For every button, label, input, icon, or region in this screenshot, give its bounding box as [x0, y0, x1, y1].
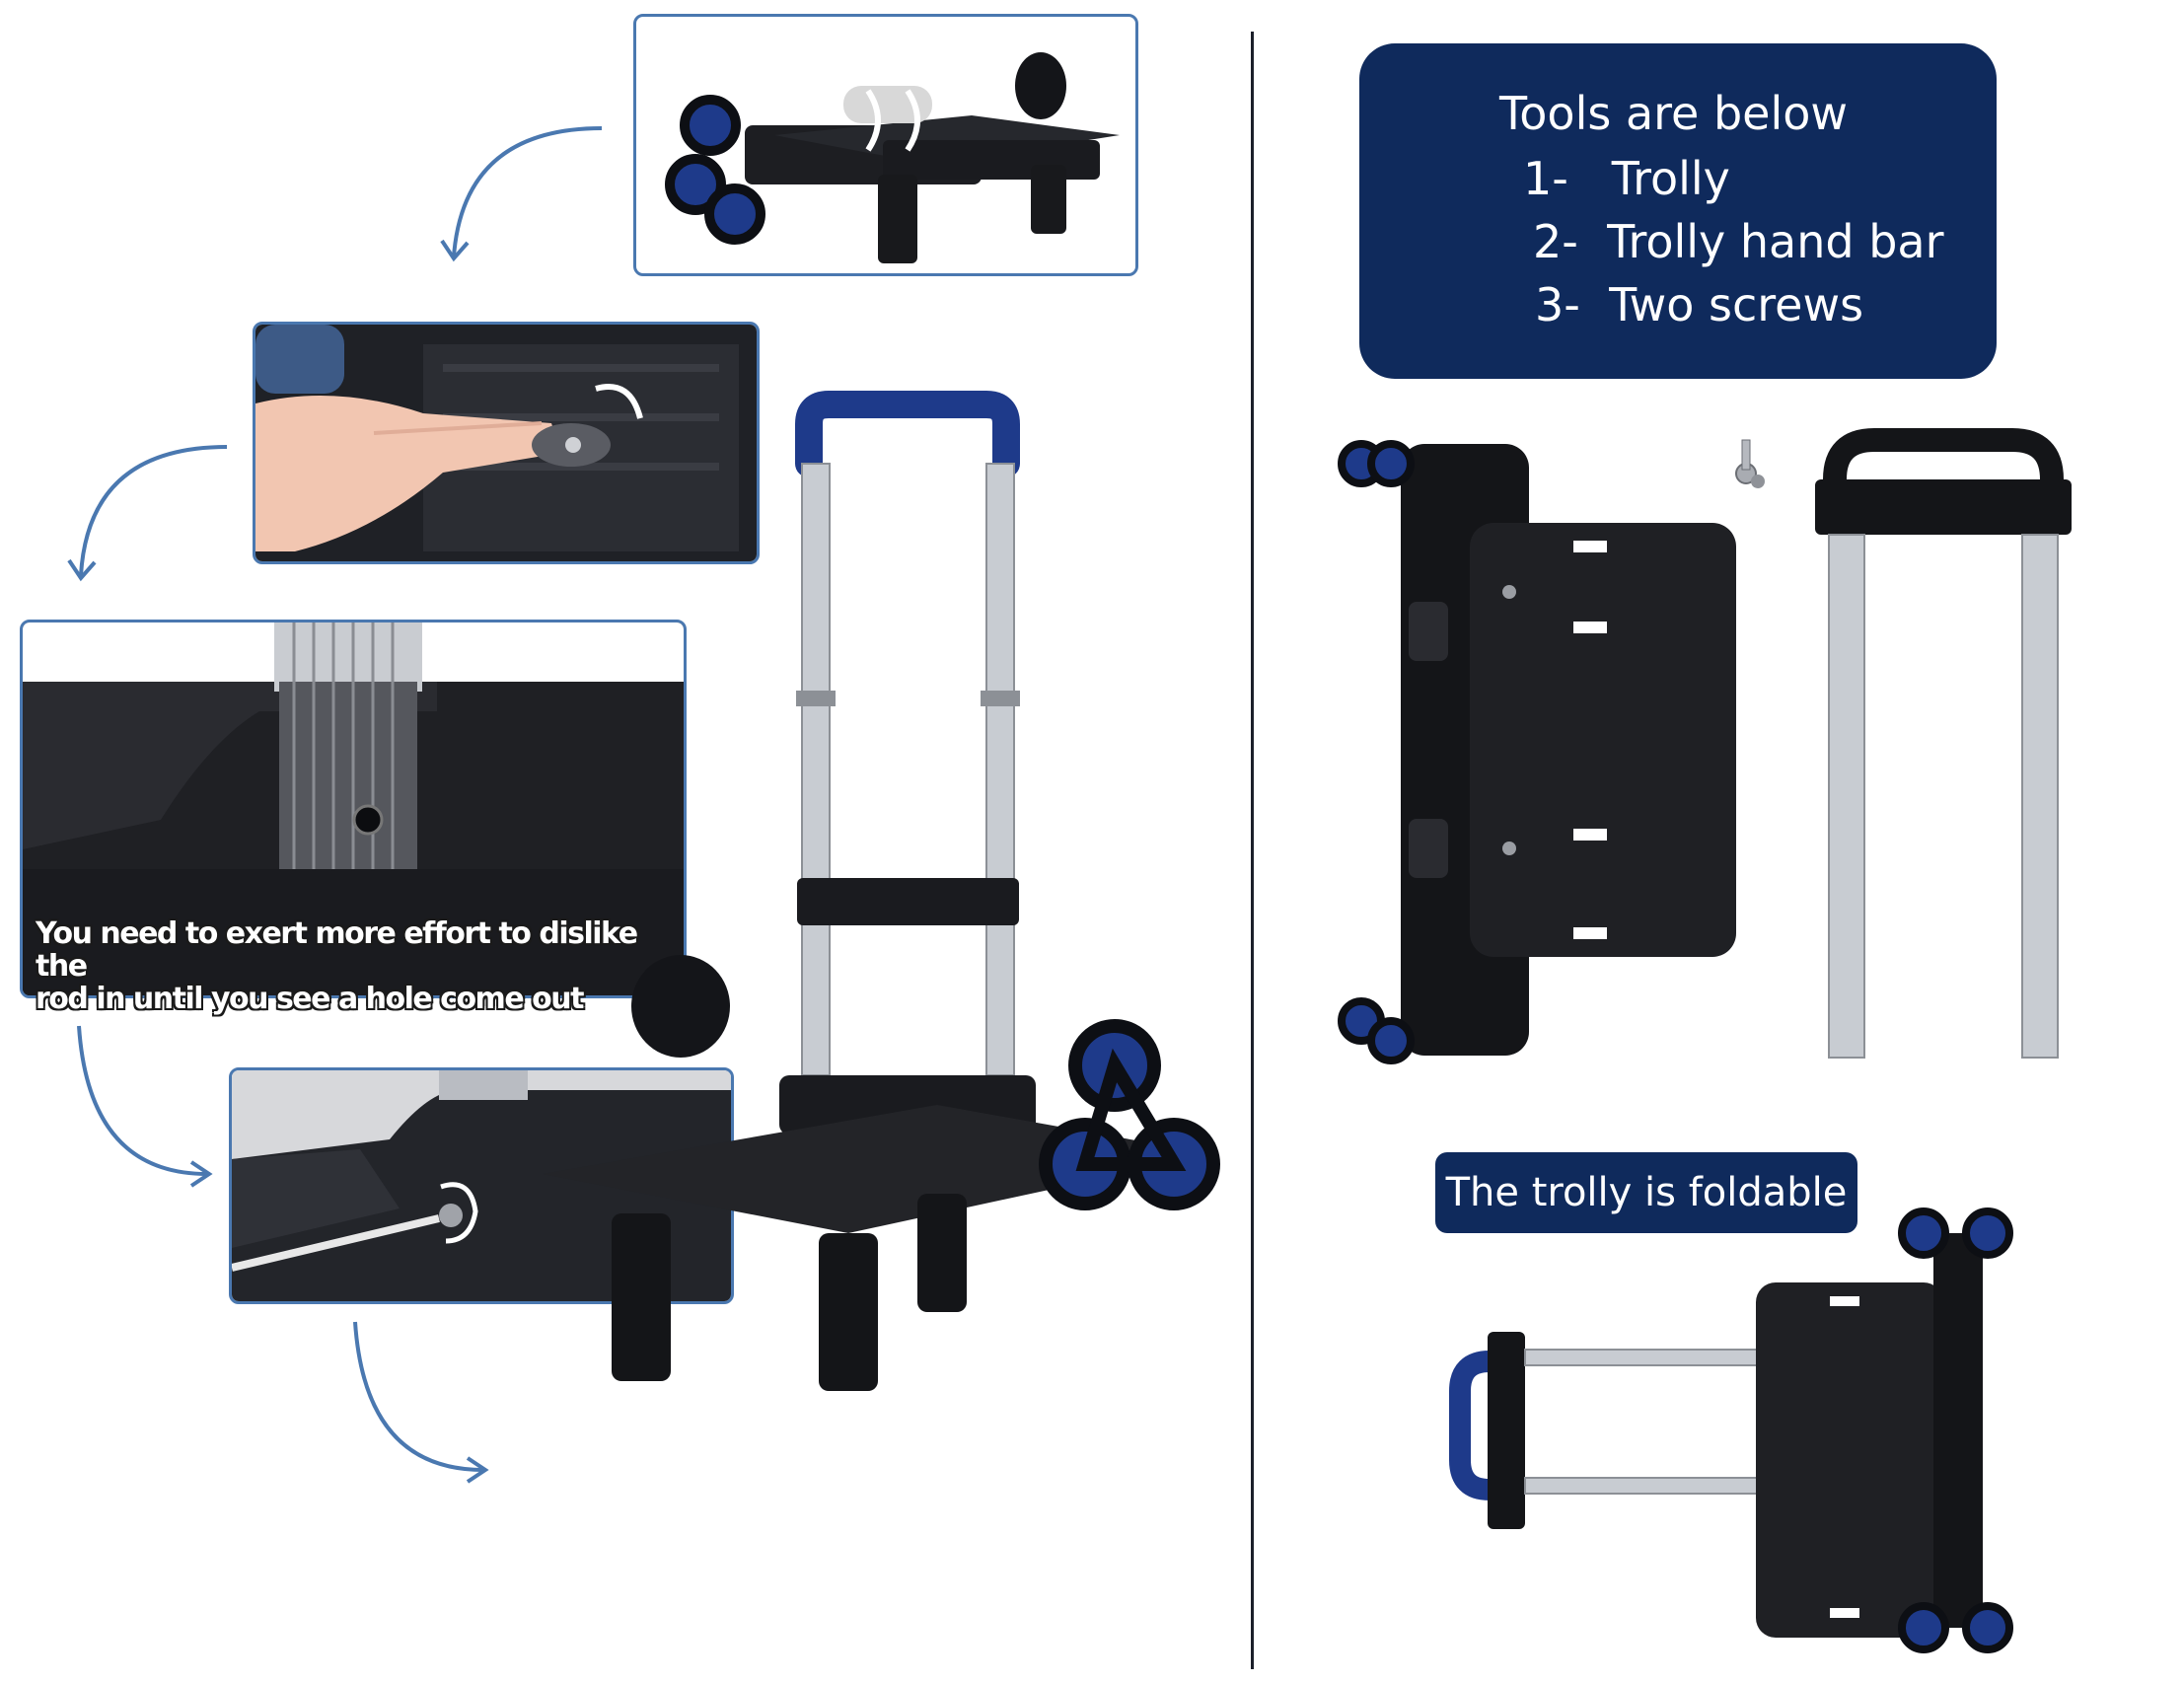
- arrow-2-icon: [67, 445, 228, 582]
- rod-closeup-illustration: [23, 622, 684, 995]
- hand-bar-illustration: [1815, 428, 2072, 1059]
- step2-panel: [253, 322, 760, 564]
- tools-item-3: 3- Two screws: [1535, 278, 1864, 331]
- arrow-1-icon: [440, 126, 603, 262]
- tools-box: Tools are below 1- Trolly 2- Trolly hand…: [1359, 43, 1997, 379]
- assembled-trolley-illustration: [543, 391, 1220, 1391]
- vertical-divider: [1251, 32, 1254, 1669]
- foldable-label: The trolly is foldable: [1435, 1152, 1857, 1233]
- trolley-base-illustration: [1338, 440, 1736, 1064]
- tools-item-1: 1- Trolly: [1523, 152, 1730, 205]
- folded-trolley-illustration: [1449, 1207, 2013, 1653]
- step1-panel: [633, 14, 1138, 276]
- arrow-3-icon: [77, 1025, 213, 1188]
- step3-caption-line1: You need to exert more effort to dislike…: [36, 916, 638, 984]
- screws-icon: [1735, 439, 1765, 488]
- step3-caption-line2: rod in until you see a hole come out: [36, 982, 584, 1016]
- step3-caption: You need to exert more effort to dislike…: [36, 917, 687, 1015]
- tools-heading: Tools are below: [1499, 87, 1848, 140]
- tools-item-2: 2- Trolly hand bar: [1533, 215, 1944, 268]
- hand-knob-illustration: [255, 325, 757, 561]
- step3-panel: [20, 620, 687, 998]
- folded-base-illustration: [665, 52, 1120, 263]
- arrow-4-icon: [353, 1321, 489, 1484]
